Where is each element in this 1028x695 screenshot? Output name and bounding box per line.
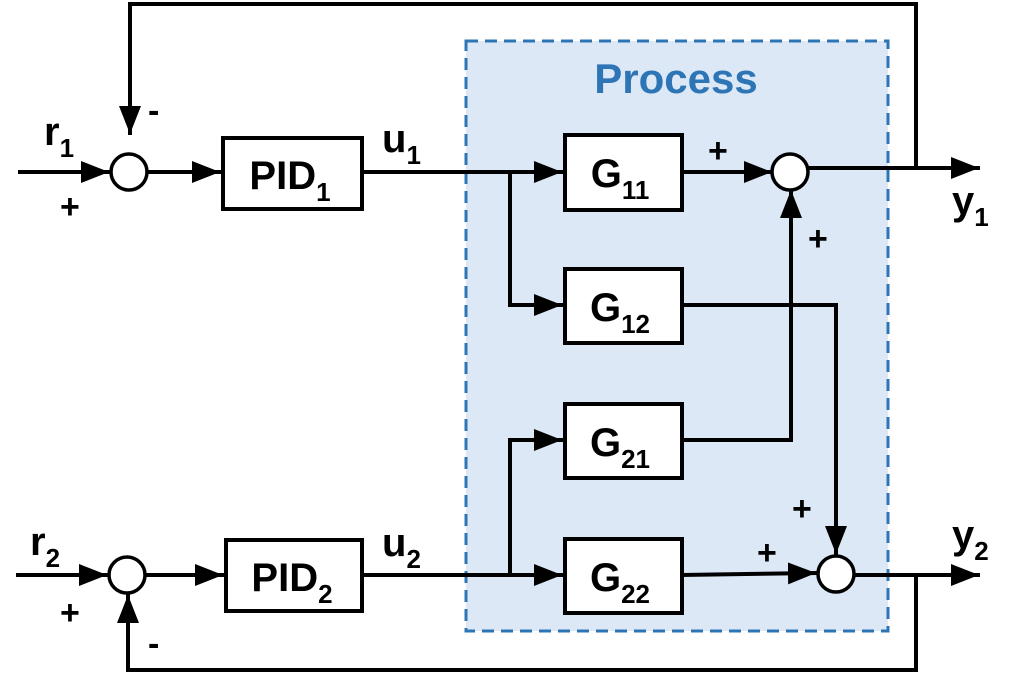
feedback-line-y1 bbox=[119, 2, 918, 170]
sign-sum1-feedback: - bbox=[148, 92, 159, 130]
pid1-block bbox=[221, 136, 364, 211]
g11-label: G11 bbox=[591, 152, 650, 205]
feedback-line-y2 bbox=[117, 573, 918, 672]
y1-label: y1 bbox=[952, 179, 989, 232]
r1-label: r1 bbox=[44, 110, 74, 163]
pid1-label: PID1 bbox=[249, 154, 330, 207]
y2-label: y2 bbox=[952, 513, 989, 566]
g21-block bbox=[563, 402, 684, 480]
sign-sum1-input: + bbox=[60, 188, 80, 226]
g22-to-sumy2-line bbox=[679, 562, 818, 585]
g12-to-sumy2-line bbox=[680, 303, 847, 555]
u1-label: u1 bbox=[382, 117, 421, 170]
process-title: Process bbox=[594, 55, 757, 102]
sign-sum2-feedback: - bbox=[148, 625, 159, 663]
pid2-block bbox=[224, 538, 364, 613]
summing-junction-r2 bbox=[107, 555, 147, 595]
sign-sumy1-g11: + bbox=[708, 132, 728, 170]
g12-label: G12 bbox=[590, 286, 650, 339]
sign-sumy2-g12: + bbox=[792, 490, 812, 528]
g21-label: G21 bbox=[590, 421, 650, 474]
u2-to-g21-line bbox=[508, 429, 563, 577]
u2-label: u2 bbox=[382, 521, 421, 574]
g22-label: G22 bbox=[590, 556, 650, 609]
summing-junction-y2 bbox=[816, 554, 856, 594]
pid2-label: PID2 bbox=[251, 556, 332, 609]
sign-sum2-input: + bbox=[60, 594, 80, 632]
sign-sumy1-g21: + bbox=[808, 220, 828, 258]
g11-block bbox=[563, 133, 684, 212]
u1-to-g12-line bbox=[508, 170, 563, 316]
summing-junction-r1 bbox=[109, 152, 149, 192]
g22-block bbox=[563, 537, 684, 615]
summing-junction-y1 bbox=[770, 152, 810, 192]
g12-block bbox=[563, 267, 684, 345]
g21-to-sumy1-line bbox=[680, 189, 802, 442]
r2-label: r2 bbox=[30, 520, 60, 573]
sign-sumy2-g22: + bbox=[757, 534, 777, 572]
